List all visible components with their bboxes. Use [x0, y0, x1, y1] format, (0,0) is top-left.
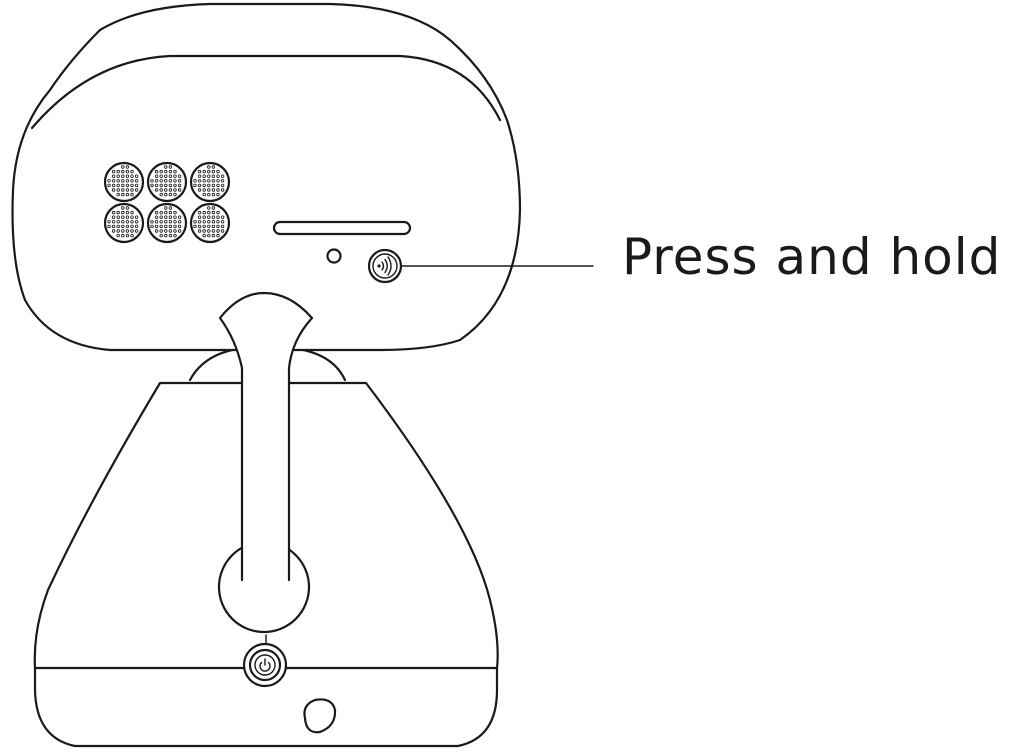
status-led	[326, 248, 342, 264]
wifi-pair-icon	[377, 256, 392, 276]
speaker-grill-hole	[189, 161, 231, 203]
callout: Press and hold	[401, 228, 1001, 286]
pair-button[interactable]	[367, 248, 403, 284]
speaker-grill-hole	[103, 161, 145, 203]
speaker-grill	[103, 161, 231, 244]
camera-head	[11, 2, 522, 352]
base-foot-knob	[303, 698, 337, 734]
sd-card-slot	[272, 220, 412, 236]
camera-stand	[217, 291, 314, 653]
speaker-grill-hole	[146, 202, 188, 244]
speaker-grill-hole	[189, 202, 231, 244]
speaker-grill-hole	[146, 161, 188, 203]
stand-arm	[218, 291, 314, 582]
head-ridge	[30, 54, 502, 130]
speaker-grill-hole	[103, 202, 145, 244]
power-button[interactable]	[242, 642, 288, 688]
callout-label: Press and hold	[622, 228, 1001, 286]
power-icon	[259, 658, 271, 672]
